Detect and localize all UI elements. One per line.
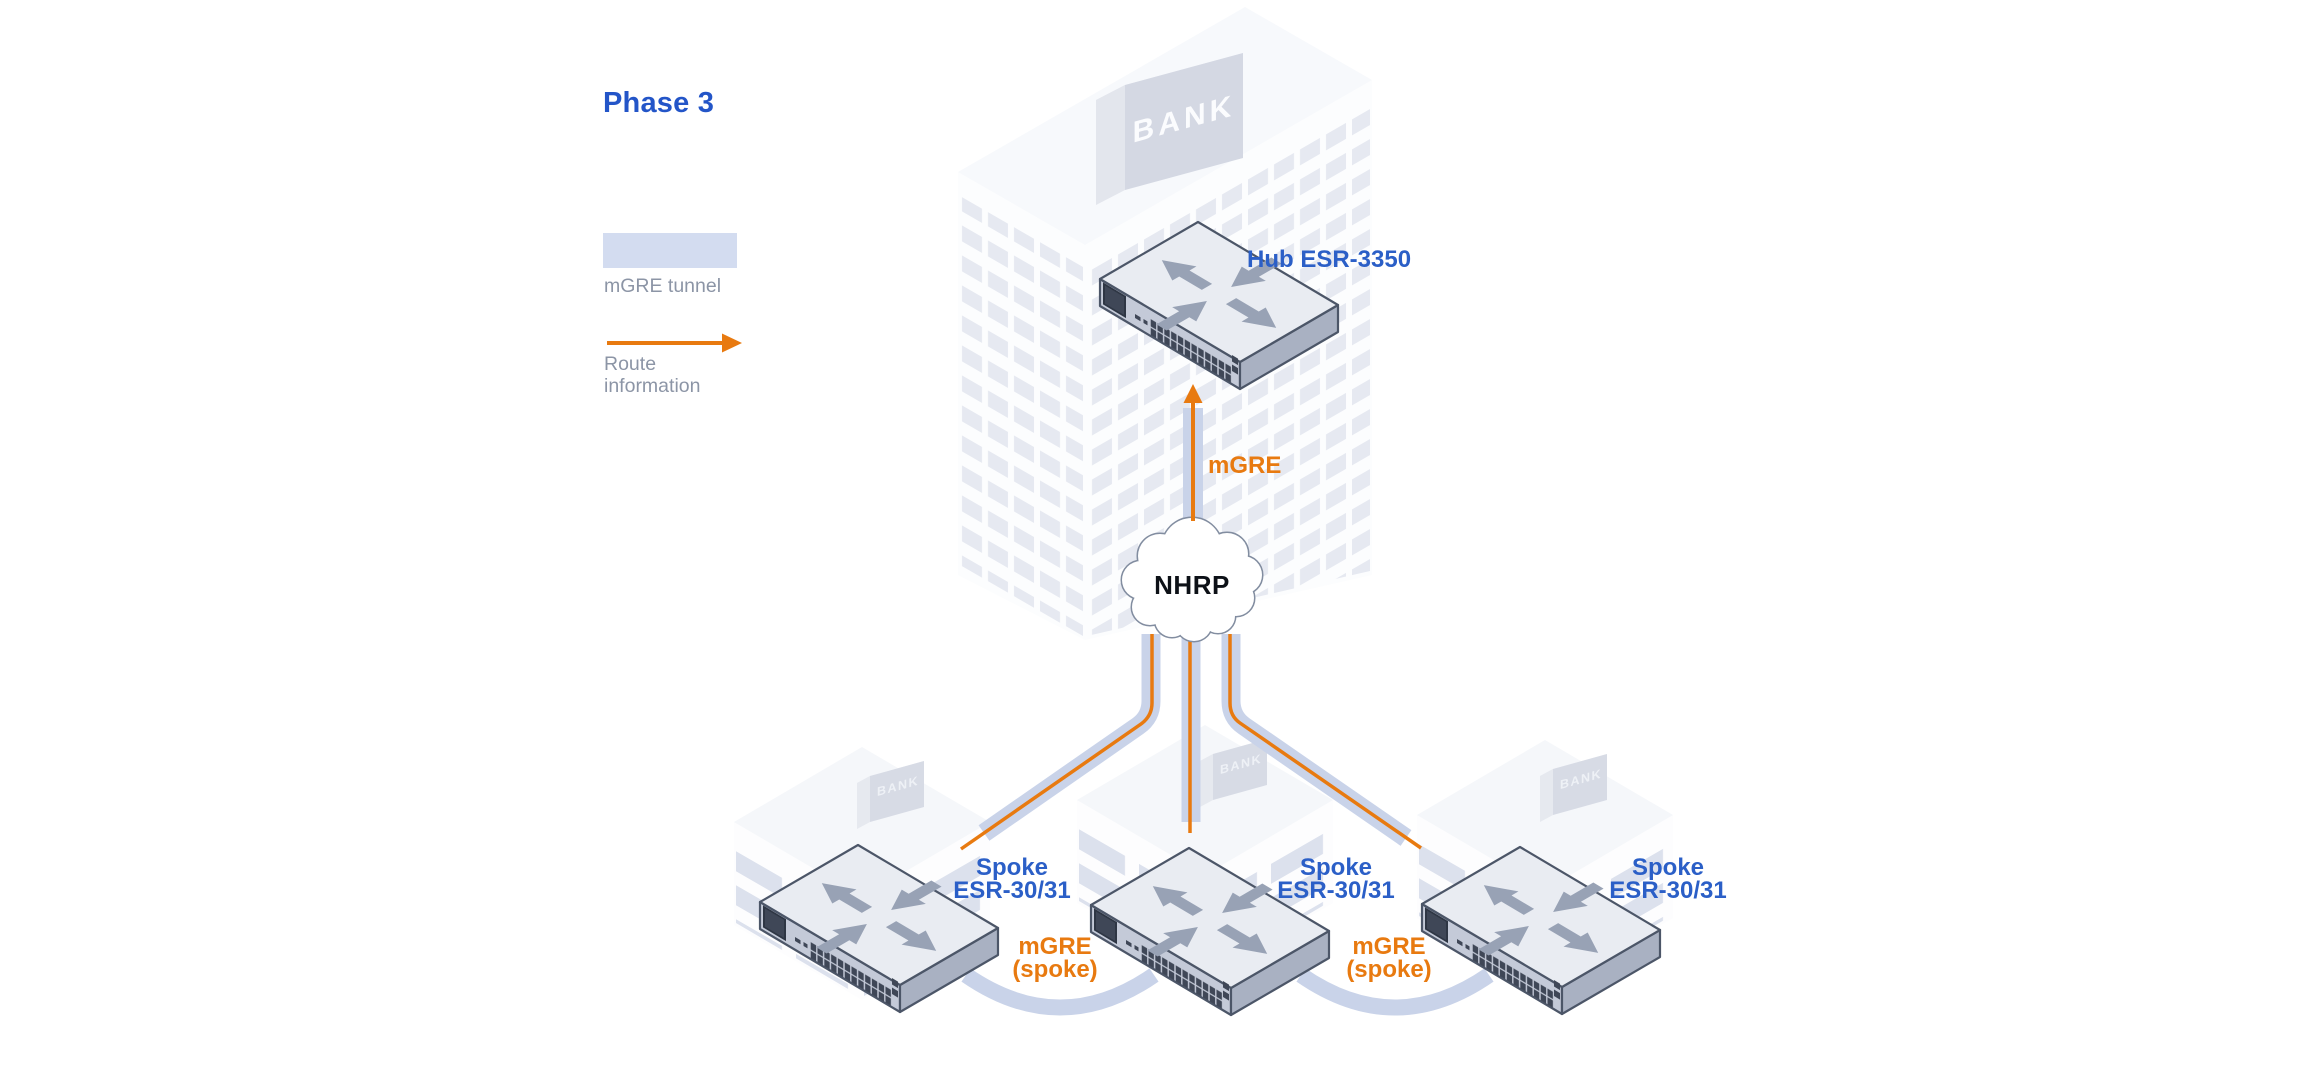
spoke-link-label-2: mGRE (spoke) bbox=[1309, 933, 1469, 983]
spoke-link-label-1-line1: mGRE bbox=[1018, 933, 1092, 960]
route-line-spoke1 bbox=[960, 634, 1154, 851]
legend-tunnel-swatch bbox=[603, 233, 737, 268]
spoke-link-label-2-line1: mGRE bbox=[1352, 933, 1426, 960]
spoke1-label-line2: ESR-30/31 bbox=[953, 876, 1071, 904]
spoke2-label: Spoke ESR-30/31 bbox=[1256, 854, 1416, 904]
spoke3-label-line1: Spoke bbox=[1631, 854, 1705, 881]
hub-tunnel-label: mGRE bbox=[1208, 452, 1282, 479]
legend-route-label-line2: information bbox=[604, 374, 701, 397]
spoke-link-label-1: mGRE (spoke) bbox=[975, 933, 1135, 983]
route-information-lines bbox=[960, 634, 1422, 851]
legend-route-label: Route information bbox=[604, 353, 701, 397]
page-title: Phase 3 bbox=[603, 87, 715, 119]
spoke-link-label-2-line2: (spoke) bbox=[1346, 955, 1432, 983]
hub-router-label: Hub ESR-3350 bbox=[1247, 246, 1412, 273]
spoke1-label: Spoke ESR-30/31 bbox=[932, 854, 1092, 904]
nhrp-cloud-label: NHRP bbox=[1154, 570, 1230, 600]
spoke3-label-line2: ESR-30/31 bbox=[1609, 876, 1727, 904]
spoke2-label-line1: Spoke bbox=[1299, 854, 1373, 881]
spoke3-label: Spoke ESR-30/31 bbox=[1588, 854, 1748, 904]
hub-building-sign bbox=[1096, 53, 1243, 205]
hub-route-arrow-icon bbox=[1183, 384, 1203, 521]
legend-route-label-line1: Route bbox=[604, 353, 657, 375]
legend-route-arrow-icon bbox=[607, 333, 742, 353]
spoke2-label-line2: ESR-30/31 bbox=[1277, 876, 1395, 904]
spoke-link-label-1-line2: (spoke) bbox=[1012, 955, 1098, 983]
spoke-to-spoke-arc-2 bbox=[1296, 968, 1494, 1016]
route-line-spoke3 bbox=[1228, 634, 1422, 850]
legend-tunnel-label: mGRE tunnel bbox=[604, 275, 722, 297]
nhrp-cloud-icon bbox=[1120, 516, 1264, 643]
spoke-to-spoke-arc-1 bbox=[961, 968, 1159, 1016]
spoke1-label-line1: Spoke bbox=[975, 854, 1049, 881]
